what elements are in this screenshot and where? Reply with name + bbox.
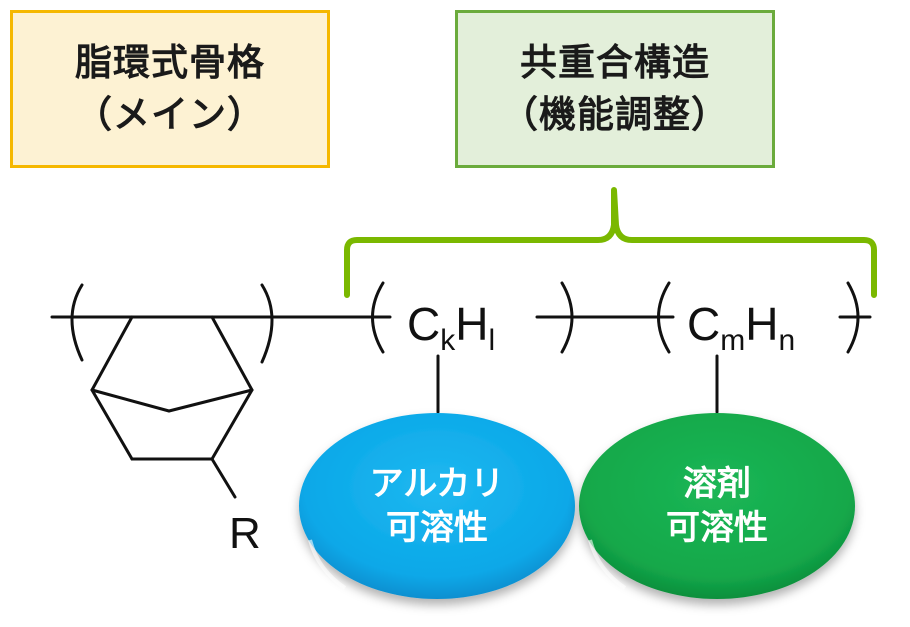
solvent-soluble-line1: 溶剤 <box>683 464 751 504</box>
alicyclic-skeleton-title: 脂環式骨格 <box>75 41 265 84</box>
ring-paren-left <box>70 283 84 362</box>
alkali-soluble-line1: アルカリ <box>369 464 505 504</box>
alkali-soluble-line2: 可溶性 <box>386 508 488 548</box>
unit1-formula: CkHl <box>407 298 495 357</box>
copolymer-structure-box: 共重合構造 （機能調整） <box>455 10 775 168</box>
norbornane-ring <box>90 315 254 499</box>
unit2-formula: CmHn <box>687 298 795 357</box>
copolymer-structure-subtitle: （機能調整） <box>501 93 729 136</box>
alkali-soluble-ellipse <box>299 413 575 599</box>
copolymer-structure-title: 共重合構造 <box>520 41 710 84</box>
ring-paren-right <box>260 283 274 364</box>
solvent-soluble-line2: 可溶性 <box>666 508 768 548</box>
alicyclic-skeleton-subtitle: （メイン） <box>75 93 265 136</box>
copolymer-brace <box>344 187 877 298</box>
solvent-soluble-label: 溶剤 可溶性 <box>617 462 817 550</box>
substituent-r: R <box>229 509 261 558</box>
alkali-soluble-label: アルカリ 可溶性 <box>337 462 537 550</box>
solvent-soluble-ellipse <box>579 413 855 599</box>
alicyclic-skeleton-box: 脂環式骨格 （メイン） <box>10 10 330 168</box>
